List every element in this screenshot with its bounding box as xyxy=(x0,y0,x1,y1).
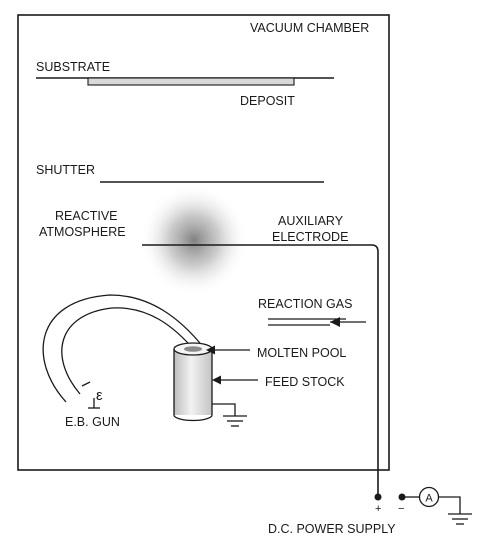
feed-stock-ground-icon xyxy=(212,403,247,427)
positive-terminal xyxy=(374,493,382,501)
reaction-gas-arrowhead xyxy=(330,317,340,327)
supply-ground-icon xyxy=(448,513,472,525)
molten-pool-arrowhead xyxy=(206,345,215,355)
electron-beam-outer xyxy=(42,294,205,403)
deposit-label: DEPOSIT xyxy=(240,94,295,108)
auxiliary-electrode-wire xyxy=(142,244,379,496)
negative-terminal xyxy=(398,493,406,501)
molten-pool-label: MOLTEN POOL xyxy=(257,346,346,360)
ammeter-wire-right xyxy=(438,496,461,514)
auxiliary-label-line2: ELECTRODE xyxy=(272,230,348,244)
deposit-layer xyxy=(87,77,295,86)
eb-gun-label: E.B. GUN xyxy=(65,415,120,429)
reaction-gas-label: REACTION GAS xyxy=(258,297,352,311)
molten-pool xyxy=(184,346,202,352)
svg-text:ε: ε xyxy=(96,387,103,404)
auxiliary-label-line1: AUXILIARY xyxy=(278,214,344,228)
eb-gun-symbol: ε xyxy=(81,381,103,409)
ammeter-label: A xyxy=(425,493,433,505)
vacuum-chamber-label: VACUUM CHAMBER xyxy=(250,21,369,35)
vacuum-chamber-box xyxy=(17,14,390,471)
feed-stock-cylinder xyxy=(173,342,213,422)
reactive-label-line2: ATMOSPHERE xyxy=(39,225,126,239)
substrate-label: SUBSTRATE xyxy=(36,60,110,74)
feed-stock-arrowhead xyxy=(212,375,221,385)
power-supply-label: D.C. POWER SUPPLY xyxy=(268,522,396,536)
feed-stock-label: FEED STOCK xyxy=(265,375,345,389)
minus-sign: − xyxy=(398,503,404,515)
plus-sign: + xyxy=(375,503,381,515)
shutter-label: SHUTTER xyxy=(36,163,95,177)
reactive-atmosphere-glow xyxy=(140,184,248,296)
reactive-label-line1: REACTIVE xyxy=(55,209,118,223)
electron-beam-inner xyxy=(61,307,197,395)
